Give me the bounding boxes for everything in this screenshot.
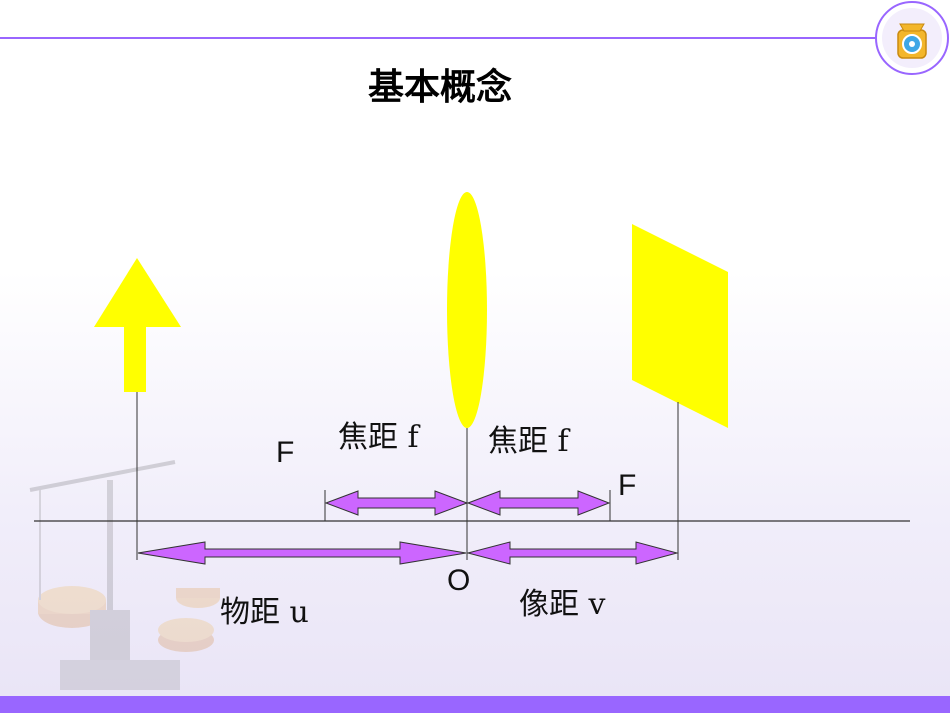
image-distance-double-arrow <box>466 541 679 565</box>
object-distance-label: 物距 u <box>220 595 309 630</box>
focus-left-label: F <box>276 436 295 469</box>
scale-magnifier-logo-icon <box>875 1 949 75</box>
focus-right-label: F <box>618 469 637 502</box>
balance-scale-watermark-icon <box>29 460 220 690</box>
object-distance-double-arrow <box>137 541 467 565</box>
focal-length-left-label: 焦距 f <box>338 420 419 455</box>
footer-bar <box>0 696 950 713</box>
focal-length-right-label: 焦距 f <box>488 424 569 459</box>
optical-center-label: O <box>447 564 471 597</box>
focal-left-double-arrow <box>324 490 469 516</box>
image-distance-label: 像距 v <box>519 587 606 622</box>
convex-lens <box>447 192 487 428</box>
focal-right-double-arrow <box>466 490 611 516</box>
image-screen <box>632 224 728 560</box>
page-title: 基本概念 <box>367 67 512 108</box>
object-arrow <box>94 258 181 521</box>
